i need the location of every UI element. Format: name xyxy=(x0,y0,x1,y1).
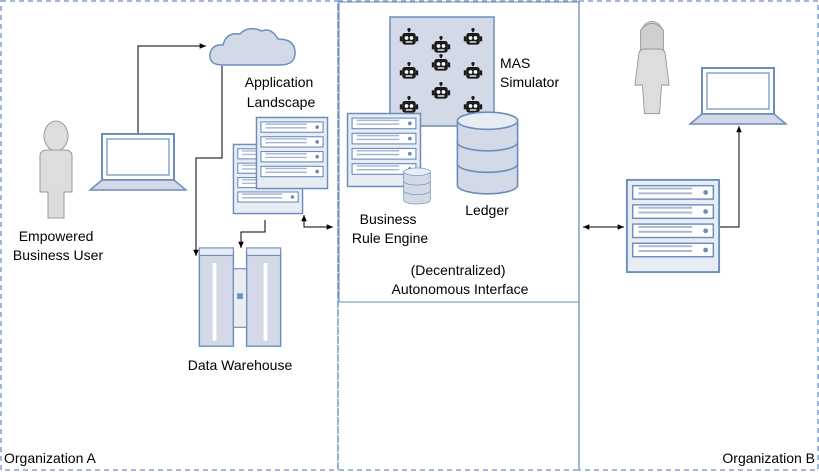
laptop-icon xyxy=(88,132,188,192)
middle-zone xyxy=(337,0,580,471)
organization-b-label: Organization B xyxy=(722,450,815,466)
autonomous-interface-label: (Decentralized) Autonomous Interface xyxy=(392,262,529,297)
ledger-label: Ledger xyxy=(465,202,509,218)
organization-a-zone xyxy=(0,0,339,471)
connectors xyxy=(137,43,742,256)
autonomous-interface-box xyxy=(338,1,580,303)
business-rule-engine-label: Business Rule Engine xyxy=(352,211,428,246)
organization-b-user-icon xyxy=(634,20,670,115)
data-warehouse-label: Data Warehouse xyxy=(188,357,293,373)
laptop-icon xyxy=(688,66,788,126)
server-rack-icon xyxy=(255,116,329,190)
servers-to-warehouse-edge xyxy=(238,220,266,248)
rule-engine-database-icon xyxy=(403,167,431,205)
server-rack-icon xyxy=(625,178,721,274)
server-b-to-laptop-edge xyxy=(720,126,742,228)
empowered-business-user-label: Empowered Business User xyxy=(13,228,104,263)
business-user-icon xyxy=(39,120,73,219)
organization-a-label: Organization A xyxy=(4,450,96,466)
ledger-database-icon xyxy=(456,111,519,195)
laptop-to-cloud-edge xyxy=(137,43,206,133)
servers-to-interface-edge xyxy=(301,215,333,230)
cloud-icon xyxy=(209,27,296,66)
cloud-to-warehouse-edge xyxy=(193,66,223,256)
application-landscape-label: Application Landscape xyxy=(245,74,317,110)
mas-simulator-label: MAS Simulator xyxy=(500,55,559,90)
data-warehouse-icon xyxy=(198,247,282,347)
